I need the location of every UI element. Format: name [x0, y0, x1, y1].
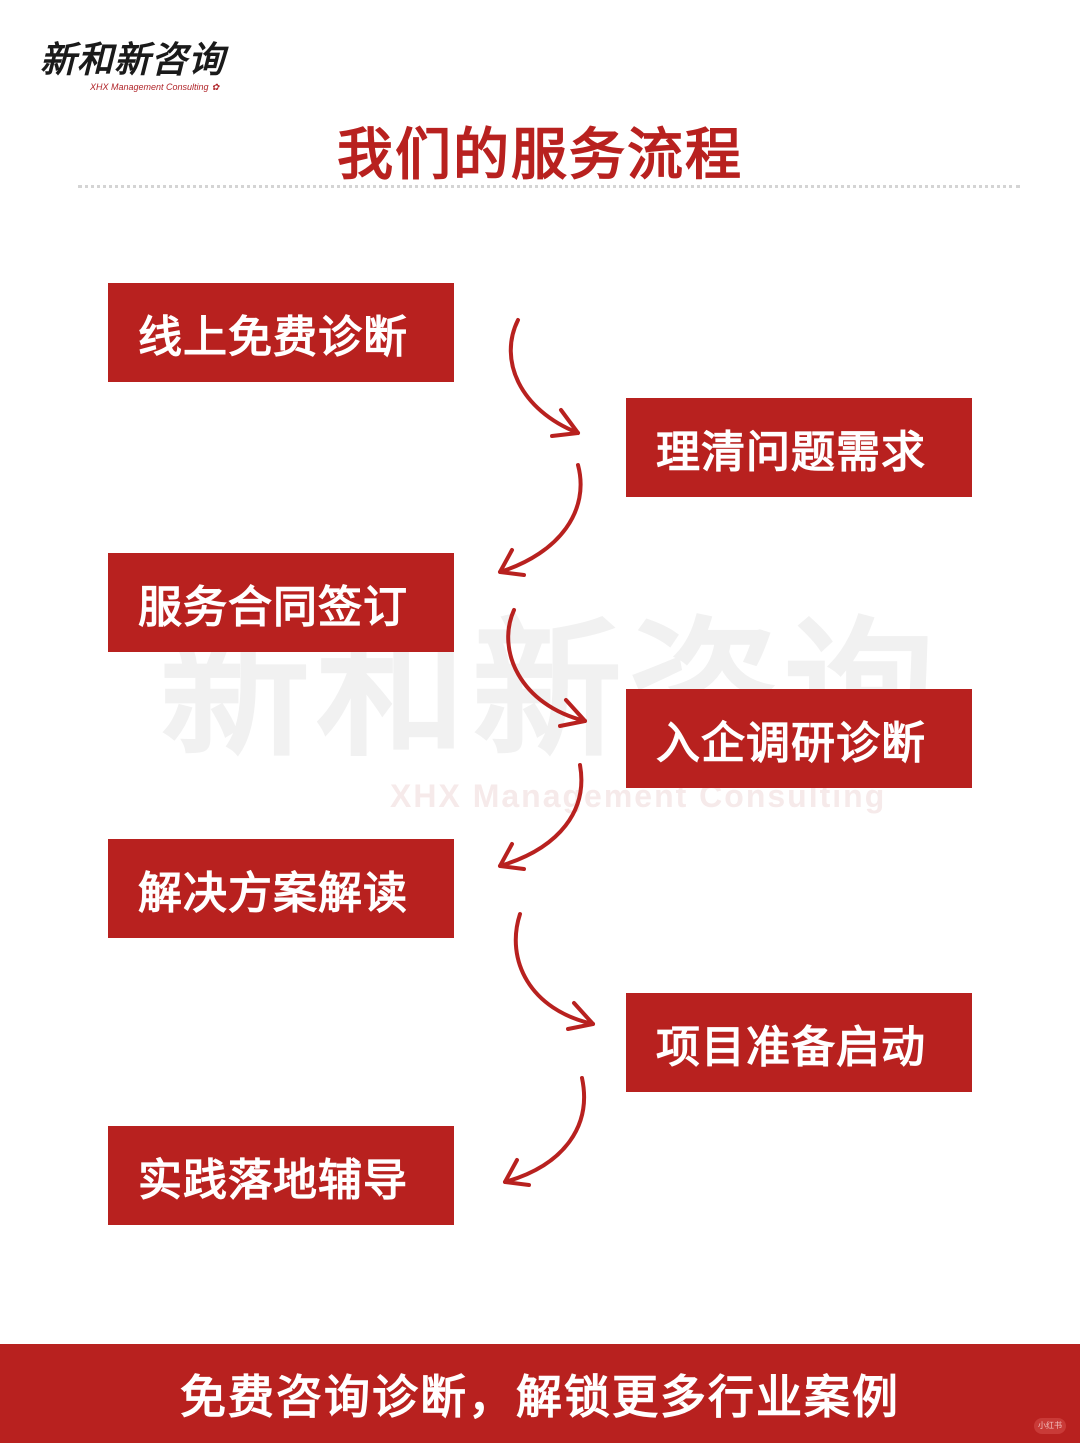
brand-logo: 新和新咨询 XHX Management Consulting✿ [40, 38, 300, 98]
logo-name: 新和新咨询 [40, 39, 226, 81]
step-5-label: 解决方案解读 [138, 867, 408, 919]
xiaohongshu-watermark: 小红书 [1034, 1418, 1066, 1434]
page-title: 我们的服务流程 [337, 122, 743, 188]
step-4-box: 入企调研诊断 [626, 689, 972, 788]
step-7-box: 实践落地辅导 [108, 1126, 454, 1225]
arrow-6-icon [503, 1076, 587, 1187]
arrow-1-icon [508, 318, 580, 438]
step-5-box: 解决方案解读 [108, 839, 454, 938]
arrow-2-icon [498, 463, 583, 577]
step-3-label: 服务合同签订 [138, 581, 408, 633]
step-6-box: 项目准备启动 [626, 993, 972, 1092]
step-1-label: 线上免费诊断 [138, 311, 408, 363]
step-7-label: 实践落地辅导 [138, 1154, 408, 1206]
footer-banner: 免费咨询诊断，解锁更多行业案例 [0, 1344, 1080, 1443]
step-4-label: 入企调研诊断 [656, 717, 926, 769]
logo-subtitle: XHX Management Consulting✿ [90, 82, 219, 93]
step-1-box: 线上免费诊断 [108, 283, 454, 382]
step-2-label: 理清问题需求 [656, 426, 926, 478]
footer-text: 免费咨询诊断，解锁更多行业案例 [180, 1369, 900, 1424]
arrow-4-icon [498, 763, 584, 871]
step-2-box: 理清问题需求 [626, 398, 972, 497]
arrow-5-icon [513, 912, 595, 1031]
dotted-divider [78, 185, 1020, 188]
step-3-box: 服务合同签订 [108, 553, 454, 652]
arrow-3-icon [506, 608, 587, 728]
flower-icon: ✿ [211, 82, 220, 92]
step-6-label: 项目准备启动 [656, 1021, 926, 1073]
logo-subtitle-text: XHX Management Consulting [90, 82, 209, 92]
